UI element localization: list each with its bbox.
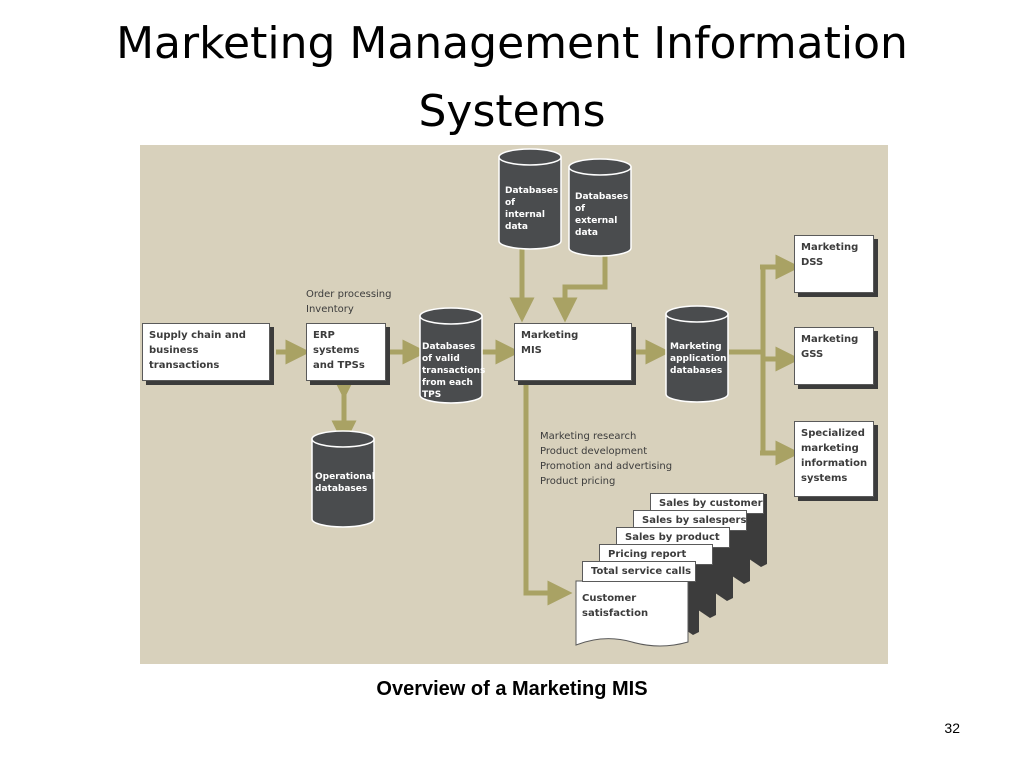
db-app-label: Marketing application databases [670,342,727,376]
db-app-shape [665,313,729,403]
note-promotion-advertising: Promotion and advertising [540,461,673,472]
db-external-shape [568,166,632,257]
marketing-mis-box: Marketing MIS [514,323,632,381]
figure-caption: Overview of a Marketing MIS [376,678,648,700]
note-product-pricing: Product pricing [540,476,616,487]
erp-box: ERP systems and TPSs [306,323,386,381]
db-operational-shape [311,438,375,528]
page-number: 32 [944,720,960,736]
report-customer-satisfaction: Customer satisfaction [582,593,649,619]
report-customer-satisfaction-sheet [575,580,689,647]
report-total-service-calls: Total service calls [582,561,696,582]
arrow-mis-to-reports [523,383,573,606]
db-operational-label: Operational databases [315,472,375,494]
note-inventory: Inventory [306,304,354,315]
db-external-label: Databases of external data [575,192,629,238]
db-internal-label: Databases of internal data [505,186,559,232]
supply-chain-box: Supply chain and business transactions [142,323,270,381]
note-marketing-research: Marketing research [540,431,637,442]
specialized-systems-box: Specialized marketing information system… [794,421,874,497]
cylinders [311,148,729,528]
slide-title: Marketing Management Information Systems [116,18,908,137]
db-internal-shape [498,156,562,250]
db-valid-shape [419,315,483,404]
marketing-dss-box: Marketing DSS [794,235,874,293]
db-valid-label: Databases of valid transactions from eac… [422,342,486,400]
arrow-external-to-mis [552,252,608,323]
note-order-processing: Order processing [306,289,392,300]
note-product-development: Product development [540,446,648,457]
marketing-gss-box: Marketing GSS [794,327,874,385]
mis-diagram: Supply chain and business transactions E… [140,145,888,664]
